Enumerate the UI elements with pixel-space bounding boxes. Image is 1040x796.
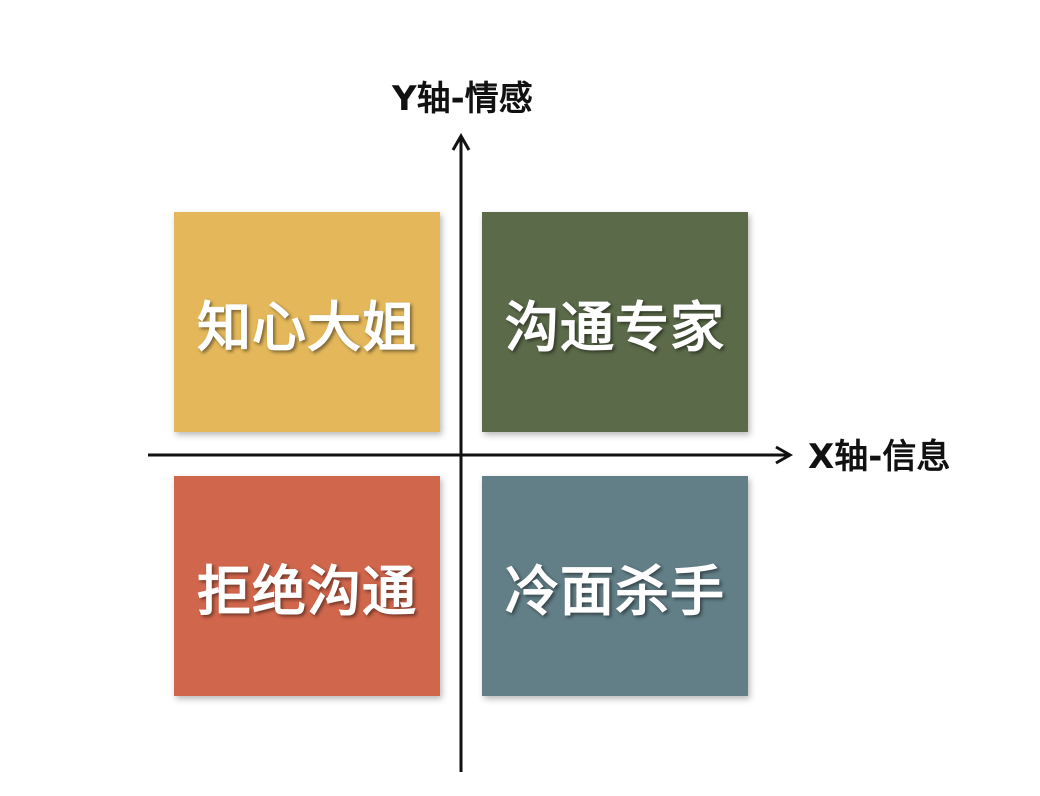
quadrant-top-right-label: 沟通专家 bbox=[505, 295, 725, 359]
y-axis-label: Y轴-情感 bbox=[392, 79, 533, 119]
x-axis-label: X轴-信息 bbox=[808, 437, 951, 477]
quadrant-top-right: 沟通专家 bbox=[482, 212, 748, 432]
quadrant-top-left-label: 知心大姐 bbox=[197, 295, 417, 359]
quadrant-bottom-left: 拒绝沟通 bbox=[174, 476, 440, 696]
quadrant-bottom-left-label: 拒绝沟通 bbox=[197, 559, 417, 623]
y-axis-arrowhead-icon bbox=[451, 132, 471, 151]
quadrant-top-left: 知心大姐 bbox=[174, 212, 440, 432]
x-axis-arrowhead-icon bbox=[775, 445, 794, 465]
quadrant-bottom-right: 冷面杀手 bbox=[482, 476, 748, 696]
quadrant-bottom-right-label: 冷面杀手 bbox=[505, 559, 725, 623]
